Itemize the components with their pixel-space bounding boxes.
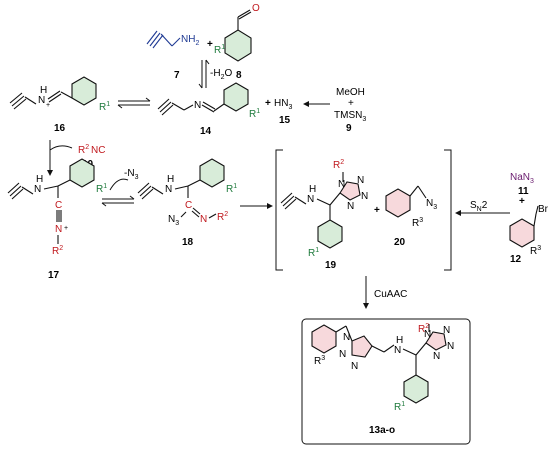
arrow-cuaac: CuAAC (363, 276, 407, 309)
bromine: Br (538, 204, 549, 215)
iminium-n: N (38, 95, 45, 106)
r3-12: R3 (530, 245, 541, 257)
minus-n3: -N3 (124, 168, 139, 181)
n-19: N (307, 194, 314, 205)
tz-n3-19: N (361, 191, 368, 202)
compound-17: N H R1 C N + R2 17 (7, 158, 107, 281)
compound-20: N3 R3 20 (385, 185, 437, 248)
label-15: 15 (279, 115, 291, 126)
equilibrium-vertical-14: -H2O (198, 59, 232, 89)
equilibrium-16-14 (117, 97, 151, 109)
tz-n4-13: N (433, 351, 440, 362)
label-16: 16 (54, 123, 66, 134)
tz-n2-19: N (357, 175, 364, 186)
label-7: 7 (174, 70, 180, 81)
azide-20: N3 (426, 198, 437, 211)
h-18: H (167, 174, 174, 185)
plus-11-12: + (519, 196, 525, 207)
c-17: C (55, 200, 62, 211)
plus-7-8: + (207, 39, 213, 50)
r1-18: R1 (226, 183, 237, 195)
compound-18: N H R1 C N3 N R2 18 (137, 158, 237, 248)
equilibrium-17-18: -N3 (101, 168, 139, 207)
c-18: C (185, 200, 192, 211)
sodium-azide: NaN3 (510, 172, 534, 185)
trz-n2: N (339, 349, 346, 360)
compound-15: HN3 15 (274, 98, 292, 126)
label-12: 12 (510, 254, 522, 265)
tz-n4-19: N (347, 201, 354, 212)
r2-13: R2 (418, 323, 429, 335)
isocyanide-r2: R2 (78, 144, 89, 156)
label-9: 9 (346, 123, 352, 134)
arrow-12-20: SN2 (455, 200, 510, 216)
r1-17: R1 (96, 183, 107, 195)
charge-17: + (64, 225, 68, 232)
label-18: 18 (182, 237, 194, 248)
methanol: MeOH (336, 87, 365, 98)
compound-16: N H + R1 16 (9, 76, 110, 134)
label-20: 20 (394, 237, 406, 248)
label-19: 19 (325, 260, 337, 271)
h-19: H (309, 184, 316, 195)
reagent-11: NaN3 11 + (510, 172, 534, 207)
label-11: 11 (518, 186, 529, 197)
arrowhead-18-19 (267, 203, 273, 209)
label-8: 8 (236, 70, 242, 81)
imine-n: N (194, 100, 201, 111)
n-18: N (165, 184, 172, 195)
plus-19-20: + (374, 205, 380, 216)
hydrazoic-acid: HN3 (274, 98, 292, 111)
intermediate-bracket (275, 149, 452, 271)
amine-nh2: NH2 (181, 34, 199, 47)
tz-n2-13: N (443, 325, 450, 336)
product-13: R3 N N N N H N N N N R2 R1 13a-o (301, 318, 471, 445)
tz-n1-13: N (424, 329, 431, 340)
compound-7: NH2 7 (146, 30, 199, 81)
trz-n3: N (351, 361, 358, 372)
tmsn3: TMSN3 (334, 110, 366, 123)
r2-17: R2 (52, 245, 63, 257)
h-17: H (36, 174, 43, 185)
r3-13: R3 (314, 355, 325, 367)
n-13: N (394, 345, 401, 356)
compound-8: O R1 8 (214, 3, 260, 81)
n-imine-18: N (200, 214, 207, 225)
n-nitrilium: N (55, 224, 62, 235)
r3-20: R3 (412, 217, 423, 229)
compound-14: N R1 14 (157, 82, 260, 137)
azide-18: N3 (168, 214, 179, 227)
minus-water: -H2O (210, 68, 232, 81)
compound-12: Br R3 12 (509, 204, 549, 265)
sn2-label: SN2 (470, 200, 488, 213)
plus-9: + (348, 98, 354, 109)
n-17: N (34, 184, 41, 195)
r1-13: R1 (394, 401, 405, 413)
r1-19: R1 (308, 247, 319, 259)
cuaac-label: CuAAC (374, 289, 407, 300)
tz-n1-19: N (338, 179, 345, 190)
r1-8: R1 (214, 44, 225, 56)
r2-18: R2 (217, 211, 228, 223)
trz-n1: N (343, 332, 350, 343)
iminium-charge: + (46, 102, 50, 109)
arrowhead-9-15 (303, 101, 309, 107)
label-17: 17 (48, 270, 60, 281)
aldehyde-o: O (252, 3, 260, 14)
label-14: 14 (200, 126, 212, 137)
r2-19: R2 (333, 159, 344, 171)
label-13: 13a-o (369, 425, 395, 436)
tz-n3-13: N (447, 341, 454, 352)
r1-14: R1 (249, 108, 260, 120)
reagent-9: MeOH + TMSN3 9 (334, 87, 366, 134)
iminium-h: H (40, 85, 47, 96)
plus-14-15: + (265, 98, 271, 109)
r1-16: R1 (99, 101, 110, 113)
h-13: H (396, 335, 403, 346)
compound-19: N H N N N N R2 R1 19 (280, 159, 368, 271)
isocyanide-nc: NC (91, 145, 105, 156)
